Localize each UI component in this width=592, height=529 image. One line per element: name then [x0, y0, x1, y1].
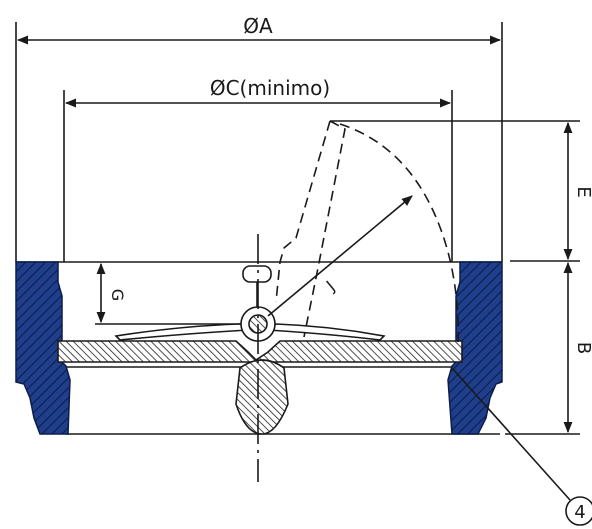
item-4-leader [451, 367, 571, 501]
dimension-c-label: ØC(minimo) [210, 76, 330, 100]
radius-j [267, 195, 413, 317]
center-rib [235, 359, 289, 435]
dimension-a-label: ØA [243, 14, 273, 38]
dimension-g-label: G [108, 289, 127, 301]
item-4-balloon [565, 496, 592, 526]
dimension-e [330, 120, 580, 261]
dimension-b-label: B [573, 342, 592, 354]
dimension-a [15, 22, 503, 262]
radius-j-label: J [322, 277, 339, 295]
dimension-e-label: E [573, 186, 592, 197]
left-body-section [15, 261, 71, 435]
dimension-c [63, 90, 453, 262]
open-disc-phantom [275, 120, 460, 349]
dimension-b [505, 260, 580, 435]
valve-disc [57, 340, 463, 363]
right-body-section [447, 261, 503, 435]
item-4-label: 4 [574, 502, 585, 523]
